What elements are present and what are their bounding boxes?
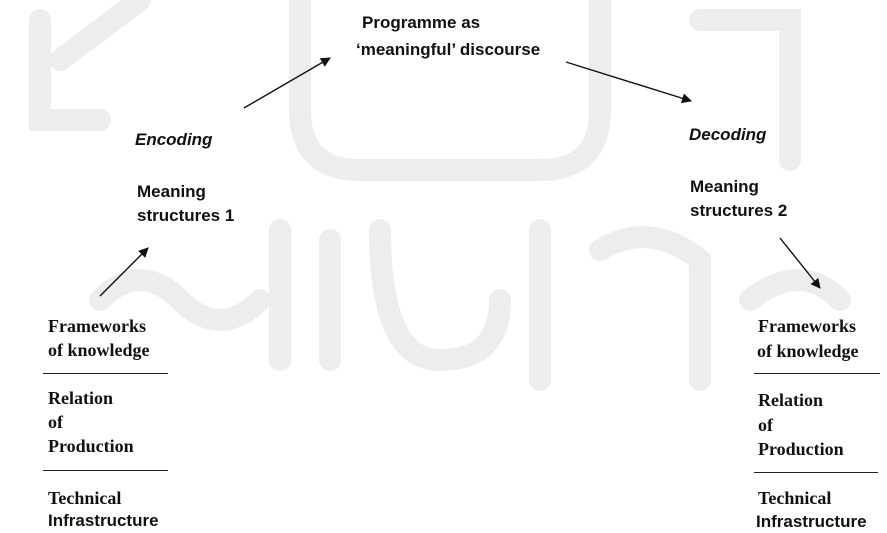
right-frameworks-line1: Frameworks (758, 316, 856, 336)
left-relation-line1: Relation (48, 388, 113, 408)
meaning-structures-2-line2: structures 2 (690, 201, 788, 220)
arrow-decoding-to-frameworks (779, 237, 821, 289)
left-divider-1 (43, 373, 168, 374)
left-divider-2 (43, 470, 168, 471)
arrow-programme-to-decoding (565, 61, 692, 104)
right-technical-line1: Technical (758, 488, 832, 508)
right-divider-2 (754, 472, 878, 473)
arrow-frameworks-to-encoding (99, 247, 149, 297)
right-relation-line3: Production (758, 439, 844, 459)
encoding-label: Encoding (135, 130, 213, 149)
left-technical-line1: Technical (48, 488, 122, 508)
left-relation-line3: Production (48, 436, 134, 456)
programme-label-line1: Programme as (362, 13, 481, 32)
programme-label-line2: ‘meaningful’ discourse (356, 40, 541, 59)
right-technical-line2: Infrastructure (756, 512, 867, 531)
left-technical-line2: Infrastructure (48, 511, 159, 530)
right-divider-1 (754, 373, 880, 374)
left-relation-line2: of (48, 412, 63, 432)
meaning-structures-1-line1: Meaning (137, 182, 206, 201)
right-frameworks-line2: of knowledge (757, 341, 859, 361)
arrow-encoding-to-programme (243, 57, 331, 109)
right-relation-line2: of (758, 415, 773, 435)
left-frameworks-line2: of knowledge (48, 340, 150, 360)
right-relation-line1: Relation (758, 390, 823, 410)
meaning-structures-2-line1: Meaning (690, 177, 759, 196)
decoding-label: Decoding (689, 125, 767, 144)
left-frameworks-line1: Frameworks (48, 316, 146, 336)
meaning-structures-1-line2: structures 1 (137, 206, 235, 225)
